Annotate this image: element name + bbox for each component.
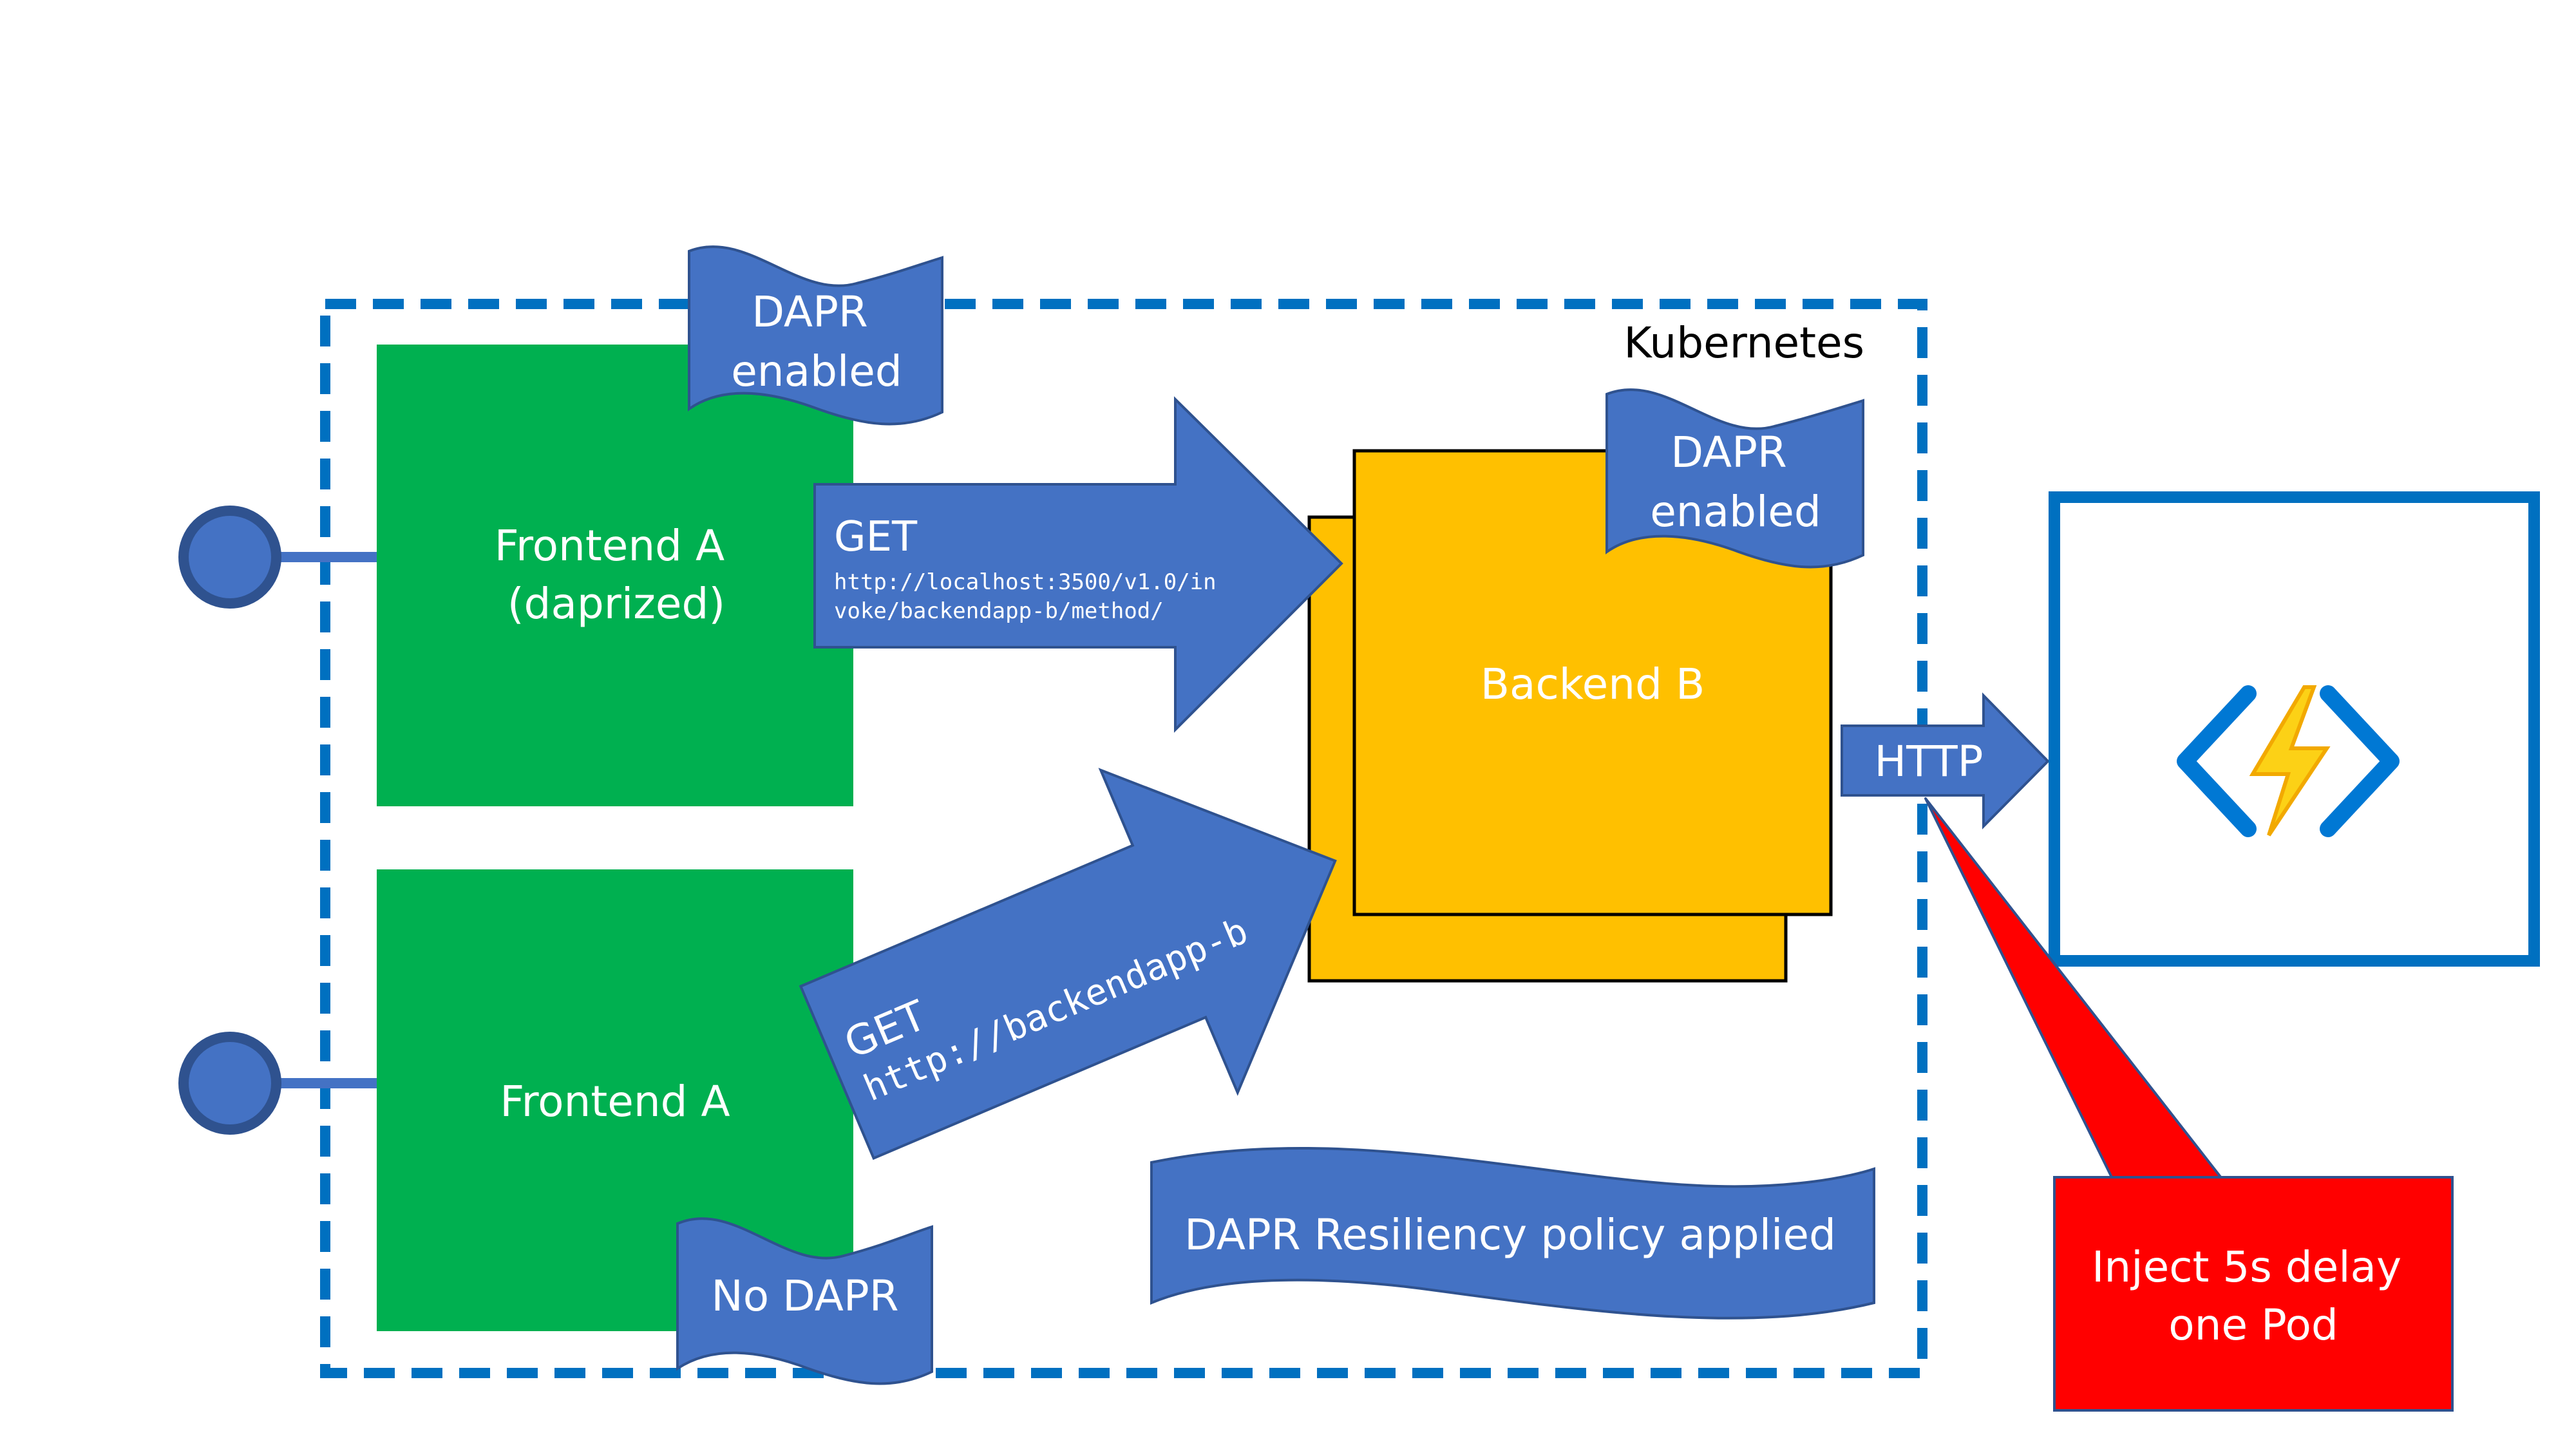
badge-frontend-dapr: [688, 245, 943, 426]
arrow-plain-http: [799, 768, 1337, 1160]
azure-functions-icon: [2177, 685, 2400, 837]
arrow-http: [1841, 692, 2050, 829]
arrow-dapr-url: http://localhost:3500/v1.0/in voke/backe…: [834, 569, 1229, 624]
endpoint-circle-top: [178, 506, 281, 609]
kubernetes-label: Kubernetes: [1624, 318, 1864, 368]
arrow-dapr-method: GET: [834, 513, 918, 561]
badge-backend-dapr: [1605, 388, 1864, 569]
badge-no-dapr: [676, 1217, 933, 1385]
callout-box: [2053, 1176, 2454, 1412]
callout-text: Inject 5s delay one Pod: [2092, 1242, 2415, 1350]
arrow-dapr-invoke: [813, 396, 1343, 733]
frontend-daprized-box: [377, 345, 853, 806]
resiliency-policy-banner: [1150, 1146, 1875, 1320]
endpoint-circle-bottom: [178, 1032, 281, 1135]
badge-frontend-dapr-text: DAPR enabled: [731, 287, 902, 396]
frontend-plain-label: Frontend A: [500, 1077, 730, 1126]
badge-no-dapr-text: No DAPR: [711, 1271, 898, 1321]
resiliency-policy-text: DAPR Resiliency policy applied: [1184, 1210, 1836, 1260]
badge-backend-dapr-text: DAPR enabled: [1650, 428, 1821, 536]
frontend-daprized-label: Frontend A (daprized): [495, 521, 738, 629]
arrow-http-label: HTTP: [1875, 737, 1984, 786]
backend-label: Backend B: [1481, 659, 1705, 709]
